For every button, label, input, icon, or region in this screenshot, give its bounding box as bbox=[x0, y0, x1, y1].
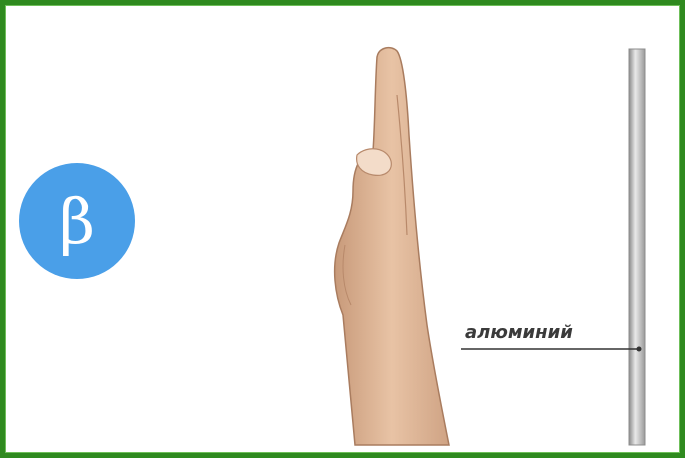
aluminium-label-group: алюминий bbox=[461, 322, 642, 352]
beta-symbol: β bbox=[59, 185, 95, 258]
aluminium-label: алюминий bbox=[465, 322, 573, 343]
hand-icon bbox=[335, 48, 449, 445]
radiation-penetration-diagram: β алюминий bbox=[5, 5, 685, 463]
aluminium-plate bbox=[629, 49, 645, 445]
beta-source: β bbox=[19, 163, 135, 279]
label-pointer-dot bbox=[637, 347, 642, 352]
